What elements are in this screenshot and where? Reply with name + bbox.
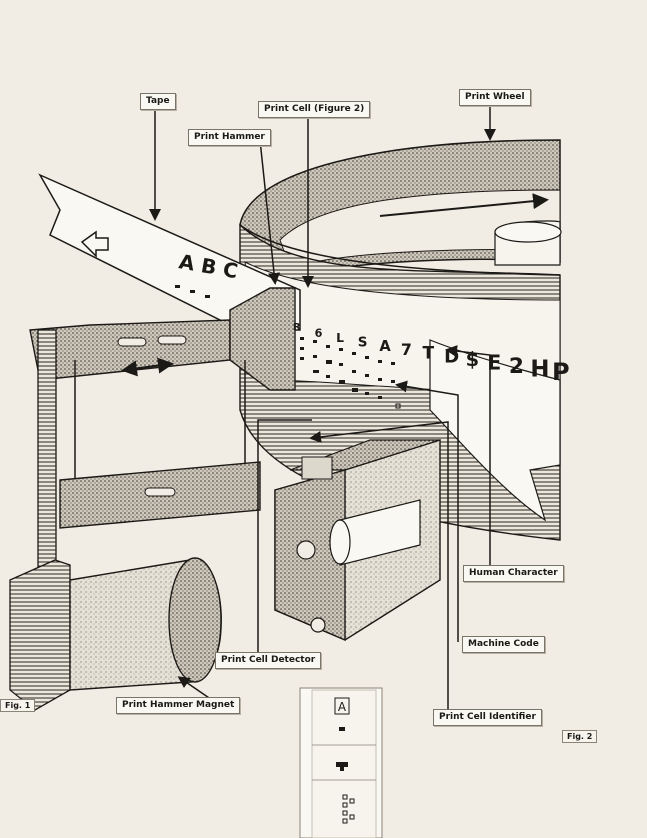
leader-lines — [149, 104, 496, 716]
wheel-character: 6 — [315, 327, 323, 340]
inset-character: A — [338, 700, 347, 714]
print-hammer — [29, 287, 296, 391]
label-print-cell-detector: Print Cell Detector — [215, 652, 322, 669]
fig-2-label: Fig. 2 — [562, 730, 598, 743]
label-print-cell: Print Cell (Figure 2) — [258, 101, 371, 118]
machine-code-marks — [300, 337, 401, 409]
label-machine-code: Machine Code — [462, 636, 545, 653]
label-print-cell-identifier: Print Cell Identifier — [433, 709, 542, 726]
wheel-character: D — [444, 346, 459, 367]
wheel-character: H — [530, 357, 549, 383]
wheel-character: S — [358, 334, 368, 350]
print-cell-detector-box — [274, 439, 441, 642]
wheel-character: T — [423, 344, 435, 364]
label-human-character: Human Character — [463, 565, 564, 582]
wheel-character: 7 — [401, 340, 412, 359]
wheel-character: A — [379, 338, 391, 355]
label-print-hammer: Print Hammer — [188, 129, 271, 146]
label-print-wheel: Print Wheel — [459, 89, 531, 106]
label-tape: Tape — [140, 93, 176, 110]
fig-1-label: Fig. 1 — [0, 699, 36, 712]
wheel-character: L — [336, 331, 344, 345]
wheel-character: E — [487, 351, 501, 375]
print-hammer-magnet-body — [9, 557, 222, 711]
wheel-character: 2 — [509, 354, 524, 379]
wheel-character: R — [293, 322, 301, 333]
print-cell-inset — [299, 687, 383, 838]
tape-flap — [429, 339, 561, 522]
wheel-character: $ — [466, 348, 479, 371]
wheel-character: P — [552, 358, 570, 386]
label-print-hammer-magnet: Print Hammer Magnet — [116, 697, 241, 714]
